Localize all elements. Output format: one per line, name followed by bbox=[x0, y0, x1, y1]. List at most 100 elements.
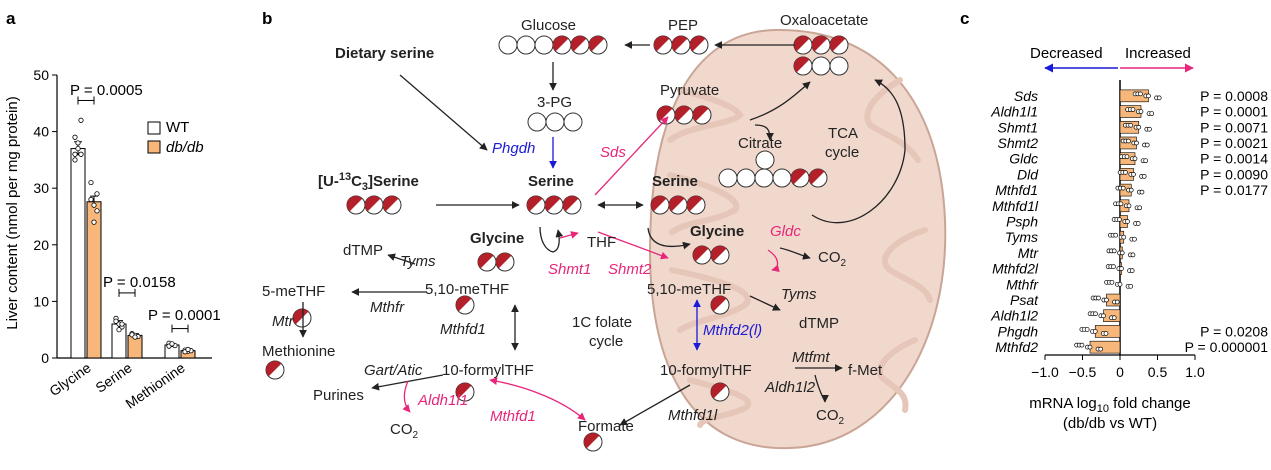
label-mthfd1-a: Mthfd1 bbox=[440, 321, 486, 338]
label-pep: PEP bbox=[668, 17, 698, 34]
gene-label: Mtr bbox=[1018, 245, 1040, 261]
gene-label: Shmt1 bbox=[998, 119, 1038, 135]
gene-label: Aldh1l1 bbox=[990, 104, 1038, 120]
label-mthfr: Mthfr bbox=[370, 299, 405, 316]
label-serine-cyto: Serine bbox=[528, 173, 574, 190]
carbon-label-fill bbox=[711, 295, 727, 312]
label-dietary-serine: Dietary serine bbox=[335, 45, 434, 62]
carbon-label-fill bbox=[527, 196, 543, 212]
data-point bbox=[1135, 221, 1141, 226]
legend-db-label: db/db bbox=[166, 139, 204, 156]
pvalue-label: P = 0.0071 bbox=[1200, 119, 1268, 135]
data-point bbox=[1156, 95, 1162, 101]
carbon-label-fill bbox=[793, 35, 810, 52]
panel-b-label: b bbox=[262, 9, 272, 28]
data-point bbox=[1092, 329, 1098, 334]
data-point bbox=[1118, 201, 1124, 207]
carbon-label-fill bbox=[693, 245, 709, 262]
carbon-label-fill bbox=[584, 433, 600, 449]
label-oxaloacetate: Oxaloacetate bbox=[780, 12, 868, 29]
legend-wt-swatch bbox=[147, 121, 161, 135]
pvalue-glycine: P = 0.0005 bbox=[70, 82, 143, 99]
carbon-circle bbox=[718, 168, 738, 188]
blue-arrows bbox=[549, 137, 701, 351]
carbon-label-fill bbox=[711, 245, 727, 262]
panel-c-label: c bbox=[960, 9, 969, 28]
data-point bbox=[1101, 313, 1106, 319]
label-gldc: Gldc bbox=[770, 223, 801, 240]
label-tca: TCA bbox=[828, 125, 858, 142]
data-point bbox=[94, 191, 100, 197]
carbon-label-fill bbox=[456, 383, 472, 399]
data-point bbox=[1143, 158, 1149, 164]
y-tick-label: 10 bbox=[33, 293, 49, 309]
data-point bbox=[1125, 219, 1130, 224]
mitochondrion-cristae bbox=[667, 77, 933, 428]
data-point bbox=[72, 151, 78, 157]
label-1c-cycle: cycle bbox=[589, 333, 623, 350]
label-co2-mito-b: CO2 bbox=[816, 407, 845, 427]
data-point bbox=[1144, 142, 1150, 148]
y-tick-label: 20 bbox=[33, 237, 49, 253]
gene-label: Shmt2 bbox=[998, 135, 1039, 151]
pathway-arrows bbox=[299, 41, 906, 426]
data-point bbox=[78, 117, 84, 123]
data-point bbox=[72, 157, 78, 163]
data-point bbox=[91, 202, 97, 208]
gene-label: Psat bbox=[1010, 292, 1039, 308]
data-point bbox=[1126, 203, 1132, 209]
carbon-circle bbox=[545, 112, 565, 132]
data-point bbox=[1120, 185, 1126, 191]
label-tyms-mito: Tyms bbox=[781, 286, 817, 303]
x-tick-label: −0.5 bbox=[1069, 364, 1097, 380]
carbon-label-fill bbox=[811, 35, 828, 52]
data-point bbox=[1103, 331, 1109, 336]
data-point bbox=[1136, 124, 1142, 130]
data-point bbox=[1114, 299, 1120, 305]
carbon-label-fill bbox=[266, 361, 282, 377]
data-point bbox=[1141, 174, 1147, 179]
pvalue-label: P = 0.0001 bbox=[1200, 104, 1268, 120]
panel-c-xlabel: mRNA log10 fold change bbox=[1029, 395, 1191, 415]
y-tick-label: 50 bbox=[33, 67, 49, 83]
carbon-circle bbox=[498, 35, 518, 55]
carbon-label-fill bbox=[365, 196, 381, 212]
label-serine-mito: Serine bbox=[652, 173, 698, 190]
gene-label: Gldc bbox=[1009, 151, 1038, 167]
carbon-label-fill bbox=[690, 36, 706, 52]
pvalue-serine: P = 0.0158 bbox=[103, 274, 176, 291]
x-tick-label: 0 bbox=[1116, 364, 1124, 380]
label-tyms-cyto: Tyms bbox=[400, 253, 436, 270]
pvalue-label: P = 0.0014 bbox=[1200, 151, 1268, 167]
y-tick-label: 40 bbox=[33, 124, 49, 140]
data-point bbox=[1132, 236, 1137, 242]
label-thf: THF bbox=[587, 234, 616, 251]
pvalue-label: P = 0.0177 bbox=[1200, 182, 1268, 198]
label-dtmp-cyto: dTMP bbox=[343, 242, 383, 259]
label-shmt1: Shmt1 bbox=[548, 261, 591, 278]
label-tca-cycle: cycle bbox=[825, 144, 859, 161]
data-point bbox=[1098, 346, 1104, 352]
gene-label: Psph bbox=[1006, 214, 1038, 230]
data-point bbox=[1119, 266, 1124, 271]
panel-a-label: a bbox=[6, 9, 16, 28]
data-point bbox=[78, 151, 84, 157]
label-formyl-cyto: 10-formylTHF bbox=[442, 362, 534, 379]
carbon-label-fill bbox=[711, 383, 727, 399]
data-point bbox=[94, 208, 100, 214]
panel-a-ylabel: Liver content (nmol per mg protein) bbox=[4, 96, 21, 329]
label-aldh1l2: Aldh1l2 bbox=[764, 379, 816, 396]
label-formyl-mito: 10-formylTHF bbox=[660, 362, 752, 379]
data-point bbox=[1129, 268, 1135, 273]
data-point bbox=[88, 196, 94, 203]
x-tick-label: Methionine bbox=[122, 359, 187, 412]
pvalue-label: P = 0.000001 bbox=[1185, 339, 1269, 355]
data-point bbox=[1111, 315, 1117, 321]
label-glycine-mito: Glycine bbox=[690, 223, 744, 240]
data-point bbox=[185, 346, 191, 353]
legend-wt-label: WT bbox=[166, 119, 189, 136]
data-point bbox=[119, 321, 125, 327]
pvalue-label: P = 0.0090 bbox=[1200, 166, 1268, 182]
y-tick-label: 0 bbox=[41, 350, 49, 366]
